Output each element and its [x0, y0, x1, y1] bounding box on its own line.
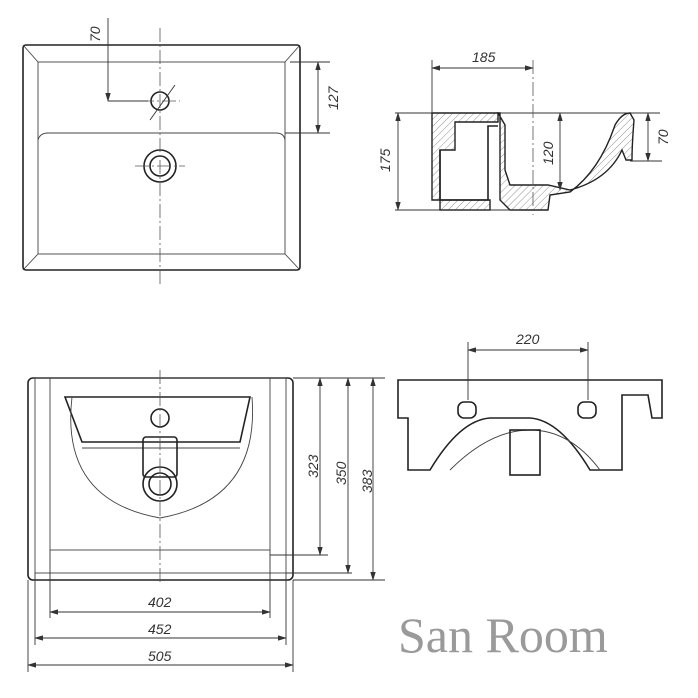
dim-rim-height: 70 — [655, 129, 671, 145]
dim-bracket-spacing: 220 — [515, 331, 540, 347]
section-view: 185 175 120 70 — [377, 49, 671, 215]
dim-total-depth: 383 — [359, 469, 375, 493]
dim-drain-offset: 185 — [472, 49, 496, 65]
dim-mid-width: 452 — [148, 621, 172, 637]
dim-inner-width: 402 — [148, 594, 172, 610]
watermark: San Room — [398, 607, 608, 663]
plan-view: 323 350 383 402 452 505 — [27, 370, 385, 672]
dim-mid-depth: 350 — [333, 461, 349, 485]
top-view: 70 127 — [22, 18, 341, 285]
front-view: 220 — [397, 331, 663, 476]
dim-bowl-depth: 120 — [540, 141, 556, 165]
dim-total-width: 505 — [148, 648, 172, 664]
dim-inner-depth: 323 — [305, 454, 321, 478]
dim-height: 175 — [377, 148, 393, 172]
dim-back-depth: 127 — [325, 85, 341, 110]
dim-tap-offset: 70 — [87, 26, 103, 42]
